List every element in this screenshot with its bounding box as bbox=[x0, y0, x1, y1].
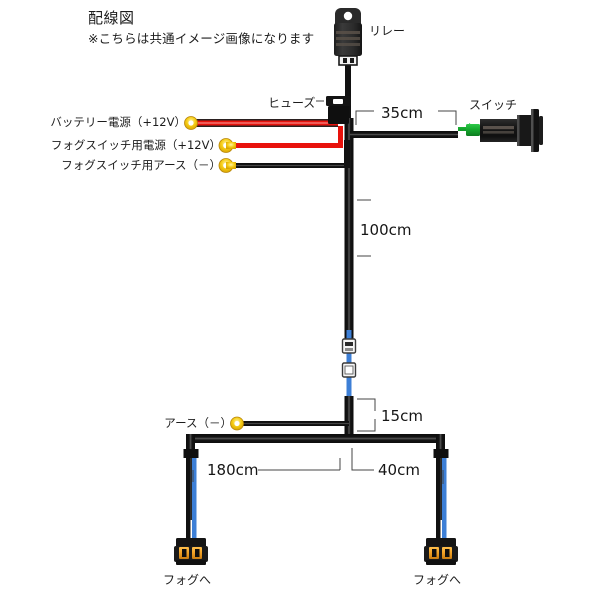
relay-component bbox=[334, 8, 362, 66]
leader-35-left bbox=[355, 110, 374, 125]
fog-left-leads bbox=[183, 449, 199, 540]
wire-fog-switch-power bbox=[225, 126, 343, 148]
fuse-holder-component bbox=[326, 96, 351, 124]
label-fuse: ヒューズ bbox=[268, 96, 316, 110]
leader-15-top bbox=[357, 398, 376, 411]
ring-terminal-fog-switch-power bbox=[218, 138, 236, 153]
wire-battery-power bbox=[190, 119, 338, 127]
dimension-35cm: 35cm bbox=[381, 104, 423, 122]
inline-connector-female bbox=[341, 362, 357, 378]
wire-trunk-lower-vertical bbox=[344, 396, 354, 442]
ring-terminal-earth bbox=[230, 416, 244, 431]
label-fog-switch-power: フォグスイッチ用電源（+12V） bbox=[50, 138, 221, 152]
leader-35-right bbox=[438, 110, 457, 125]
dimension-15cm: 15cm bbox=[381, 407, 423, 425]
dimension-leaders bbox=[192, 110, 457, 484]
label-switch: スイッチ bbox=[469, 98, 518, 112]
dimension-100cm: 100cm bbox=[360, 221, 412, 239]
wire-blue-midsection bbox=[346, 330, 352, 398]
wire-earth-lead bbox=[237, 421, 349, 426]
page-title: 配線図 bbox=[88, 9, 135, 27]
label-fog-switch-earth: フォグスイッチ用アース（－） bbox=[61, 158, 221, 172]
label-fog-left: フォグへ bbox=[163, 573, 212, 587]
label-battery-power: バッテリー電源（+12V） bbox=[50, 115, 186, 129]
wire-relay-lead bbox=[345, 60, 351, 120]
dimension-180cm: 180cm bbox=[207, 461, 259, 479]
fog-connector-left bbox=[174, 538, 208, 565]
switch-component bbox=[458, 109, 543, 152]
label-earth: アース（－） bbox=[164, 416, 232, 430]
wire-fog-switch-earth bbox=[225, 140, 350, 168]
leader-40-line bbox=[351, 448, 374, 471]
page-subtitle-note: ※こちらは共通イメージ画像になります bbox=[88, 31, 315, 46]
ring-terminal-fog-switch-earth bbox=[218, 158, 236, 173]
inline-connector-male bbox=[341, 338, 357, 354]
ring-terminal-battery bbox=[184, 116, 198, 130]
label-relay: リレー bbox=[369, 24, 406, 38]
wire-switch-branch bbox=[350, 131, 458, 138]
fog-connector-right bbox=[424, 538, 458, 565]
label-fog-right: フォグへ bbox=[413, 573, 462, 587]
wire-main-trunk-vertical bbox=[344, 118, 354, 340]
leader-15-bottom bbox=[357, 419, 376, 432]
fog-right-leads bbox=[433, 449, 449, 540]
dimension-40cm: 40cm bbox=[378, 461, 420, 479]
